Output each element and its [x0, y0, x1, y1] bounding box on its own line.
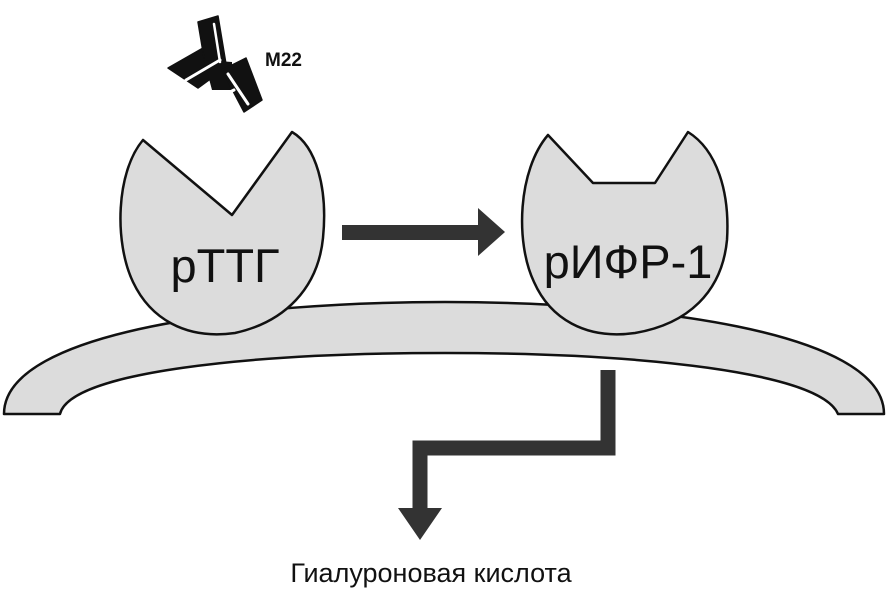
signal-arrow [398, 370, 616, 540]
activation-arrow-shaft [342, 225, 482, 240]
tshr-receptor: рТТГ [119, 130, 326, 336]
antibody-highlight-4 [220, 88, 236, 98]
tshr-label: рТТГ [170, 239, 279, 292]
activation-arrow [342, 208, 505, 256]
antibody-icon: M22 [167, 15, 302, 113]
output-label: Гиалуроновая кислота [290, 558, 572, 588]
antibody-label: M22 [265, 50, 302, 71]
signal-arrow-path [412, 370, 616, 512]
signal-arrow-head [398, 508, 442, 540]
igf1r-receptor-shape [520, 130, 729, 336]
activation-arrow-head [478, 208, 505, 256]
igf1r-receptor: рИФР-1 [520, 130, 729, 336]
cell-membrane [2, 300, 886, 416]
antibody-highlight-3 [226, 72, 250, 106]
tshr-receptor-shape [119, 130, 326, 336]
antibody-highlight-1 [184, 58, 222, 82]
antibody-hinge [204, 60, 232, 90]
antibody-highlight-2 [212, 22, 222, 64]
igf1r-label: рИФР-1 [544, 235, 713, 288]
antibody-right-arm [221, 57, 263, 113]
